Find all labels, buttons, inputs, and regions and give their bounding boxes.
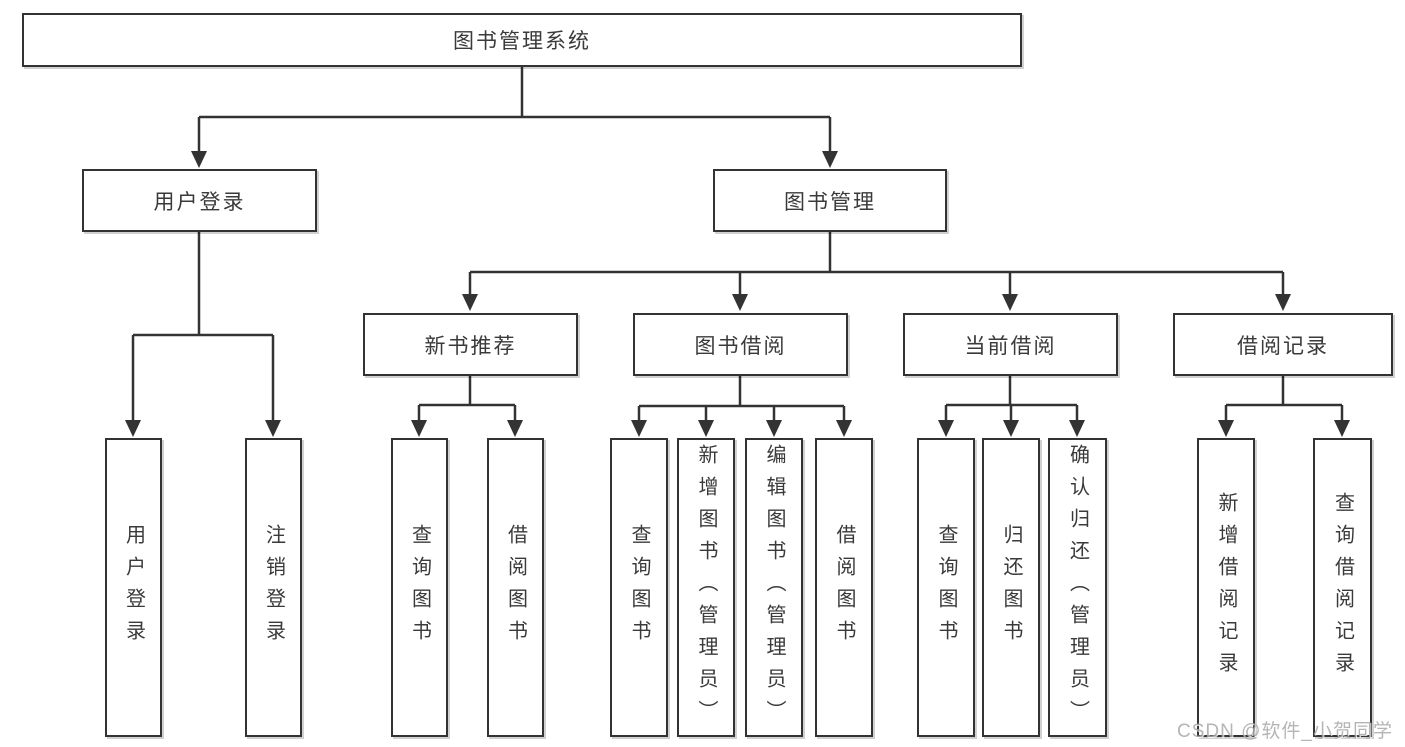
leaf-add-book-admin-label: 新增图书（管理员）: [695, 443, 717, 732]
leaf-add-book-admin: 新增图书（管理员）: [677, 438, 735, 737]
leaf-logout: 注销登录: [245, 438, 302, 737]
node-book-management: 图书管理: [713, 169, 947, 232]
leaf-return-book: 归还图书: [982, 438, 1040, 737]
node-new-book-recommend: 新书推荐: [363, 313, 578, 376]
leaf-query-books-current-label: 查询图书: [935, 523, 957, 652]
leaf-query-borrow-record: 查询借阅记录: [1313, 438, 1372, 737]
leaf-borrow-books: 借阅图书: [815, 438, 873, 737]
node-book-borrowing-label: 图书借阅: [694, 334, 787, 358]
leaf-borrow-books-recommend: 借阅图书: [487, 438, 544, 737]
node-borrowing-records: 借阅记录: [1173, 313, 1393, 376]
leaf-logout-label: 注销登录: [262, 523, 285, 652]
leaf-return-book-label: 归还图书: [1000, 523, 1022, 652]
leaf-borrow-books-recommend-label: 借阅图书: [504, 523, 527, 652]
leaf-query-books-recommend-label: 查询图书: [408, 523, 431, 652]
leaf-query-books-borrowing: 查询图书: [610, 438, 668, 737]
leaf-query-borrow-record-label: 查询借阅记录: [1331, 491, 1354, 684]
leaf-user-login-label: 用户登录: [122, 523, 145, 652]
leaf-edit-book-admin-label: 编辑图书（管理员）: [763, 443, 785, 732]
csdn-watermark: CSDN @软件_小贺同学: [1177, 721, 1393, 742]
node-borrowing-records-label: 借阅记录: [1237, 334, 1329, 358]
node-book-borrowing: 图书借阅: [633, 313, 848, 376]
leaf-confirm-return-admin: 确认归还（管理员）: [1048, 438, 1107, 737]
node-root-label: 图书管理系统: [453, 30, 591, 53]
node-user-login-label: 用户登录: [153, 190, 246, 214]
leaf-edit-book-admin: 编辑图书（管理员）: [745, 438, 803, 737]
node-new-book-recommend-label: 新书推荐: [424, 334, 517, 358]
leaf-add-borrow-record: 新增借阅记录: [1197, 438, 1255, 737]
leaf-confirm-return-admin-label: 确认归还（管理员）: [1066, 443, 1089, 732]
node-root-system: 图书管理系统: [22, 13, 1022, 67]
leaf-query-books-borrowing-label: 查询图书: [628, 523, 650, 652]
leaf-query-books-current: 查询图书: [917, 438, 975, 737]
node-book-management-label: 图书管理: [784, 190, 876, 214]
leaf-user-login: 用户登录: [105, 438, 162, 737]
node-current-borrowing-label: 当前借阅: [964, 334, 1057, 358]
node-user-login: 用户登录: [82, 169, 317, 232]
leaf-add-borrow-record-label: 新增借阅记录: [1215, 491, 1237, 684]
node-current-borrowing: 当前借阅: [903, 313, 1118, 376]
leaf-query-books-recommend: 查询图书: [391, 438, 448, 737]
leaf-borrow-books-label: 借阅图书: [833, 523, 855, 652]
